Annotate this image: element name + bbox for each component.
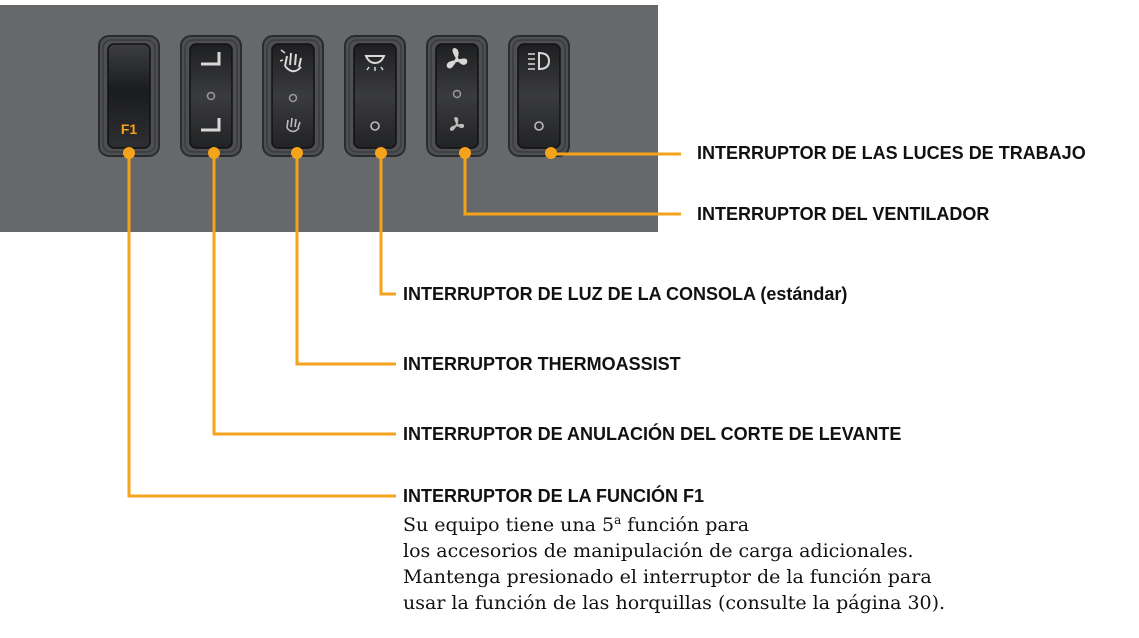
- hand-heat-icon: [279, 49, 302, 73]
- switch-lift-cut-override[interactable]: [180, 35, 242, 157]
- callout-console-light: INTERRUPTOR DE LUZ DE LA CONSOLA (estánd…: [403, 284, 847, 304]
- leader-lines: [127, 152, 681, 498]
- leader-fan: [463, 154, 681, 216]
- f1-description-line-4: usar la función de las horquillas (consu…: [403, 592, 945, 614]
- f1-label: F1: [121, 121, 138, 137]
- leader-thermoassist: [295, 154, 396, 366]
- center-dot-icon: [288, 93, 298, 103]
- callout-work-lights: INTERRUPTOR DE LAS LUCES DE TRABAJO: [697, 143, 1086, 163]
- corner-up-icon: [201, 52, 221, 66]
- callout-thermoassist: INTERRUPTOR THERMOASSIST: [403, 354, 681, 374]
- f1-description-line-3: Mantenga presionado el interruptor de la…: [403, 566, 932, 588]
- callout-fan: INTERRUPTOR DEL VENTILADOR: [697, 204, 989, 224]
- fan-small-icon: [449, 117, 465, 131]
- switch-fan[interactable]: [426, 35, 488, 157]
- f1-description-line-1: Su equipo tiene una 5a función para: [403, 513, 749, 536]
- headlight-icon: [528, 51, 551, 71]
- leader-console-light: [379, 154, 396, 296]
- leader-lift-cut-override: [212, 154, 396, 436]
- center-dot-icon: [370, 121, 380, 131]
- corner-down-icon: [201, 118, 221, 132]
- dome-light-icon: [364, 55, 386, 71]
- leader-dots: [123, 147, 557, 159]
- f1-description-line-2: los accesorios de manipulación de carga …: [403, 540, 914, 562]
- callout-lift-cut-override: INTERRUPTOR DE ANULACIÓN DEL CORTE DE LE…: [403, 423, 901, 444]
- switch-work-lights[interactable]: [508, 35, 570, 157]
- leader-f1: [127, 154, 396, 498]
- switch-thermoassist[interactable]: [262, 35, 324, 157]
- center-dot-icon: [206, 91, 216, 101]
- switch-console-light[interactable]: [344, 35, 406, 157]
- center-dot-icon: [534, 121, 544, 131]
- callout-f1: INTERRUPTOR DE LA FUNCIÓN F1: [403, 485, 704, 506]
- fan-large-icon: [446, 48, 468, 69]
- switch-f1[interactable]: F1: [98, 35, 160, 157]
- center-dot-icon: [452, 89, 462, 99]
- hand-icon: [286, 117, 301, 133]
